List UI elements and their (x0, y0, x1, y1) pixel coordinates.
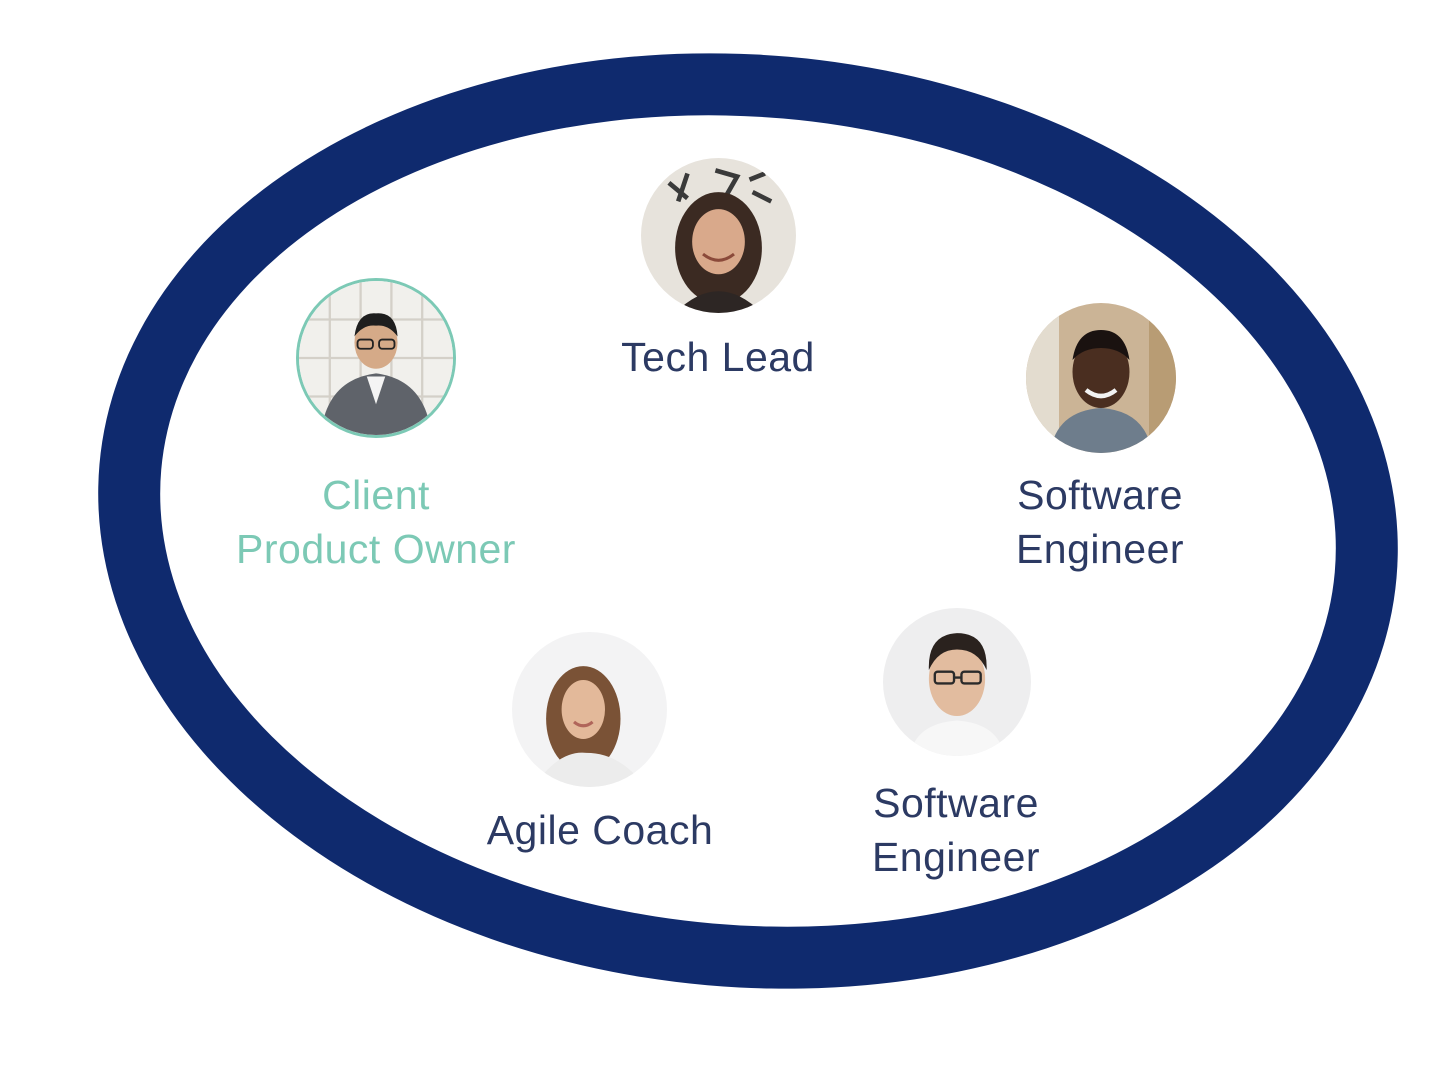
agile-coach-label-line-1: Agile Coach (486, 807, 714, 853)
tech-lead-label-line-1: Tech Lead (621, 334, 815, 380)
agile-coach-avatar (512, 632, 667, 787)
client-product-owner-avatar (296, 278, 456, 438)
tech-lead-label: Tech Lead (568, 330, 868, 384)
tech-lead-avatar (641, 158, 796, 313)
client-product-owner-label: Client Product Owner (196, 468, 556, 576)
software-engineer-2-label-line-2: Engineer (871, 834, 1041, 880)
software-engineer-2-label: Software Engineer (806, 776, 1106, 884)
software-engineer-1-avatar (1026, 303, 1176, 453)
software-engineer-1-label-line-2: Engineer (1015, 526, 1185, 572)
software-engineer-2-avatar (883, 608, 1031, 756)
client-product-owner-label-line-1: Client (322, 472, 430, 518)
agile-coach-label: Agile Coach (450, 803, 750, 857)
software-engineer-1-label-line-1: Software (1017, 472, 1183, 518)
client-product-owner-label-line-2: Product Owner (236, 526, 516, 572)
software-engineer-2-label-line-1: Software (873, 780, 1039, 826)
software-engineer-1-label: Software Engineer (950, 468, 1250, 576)
